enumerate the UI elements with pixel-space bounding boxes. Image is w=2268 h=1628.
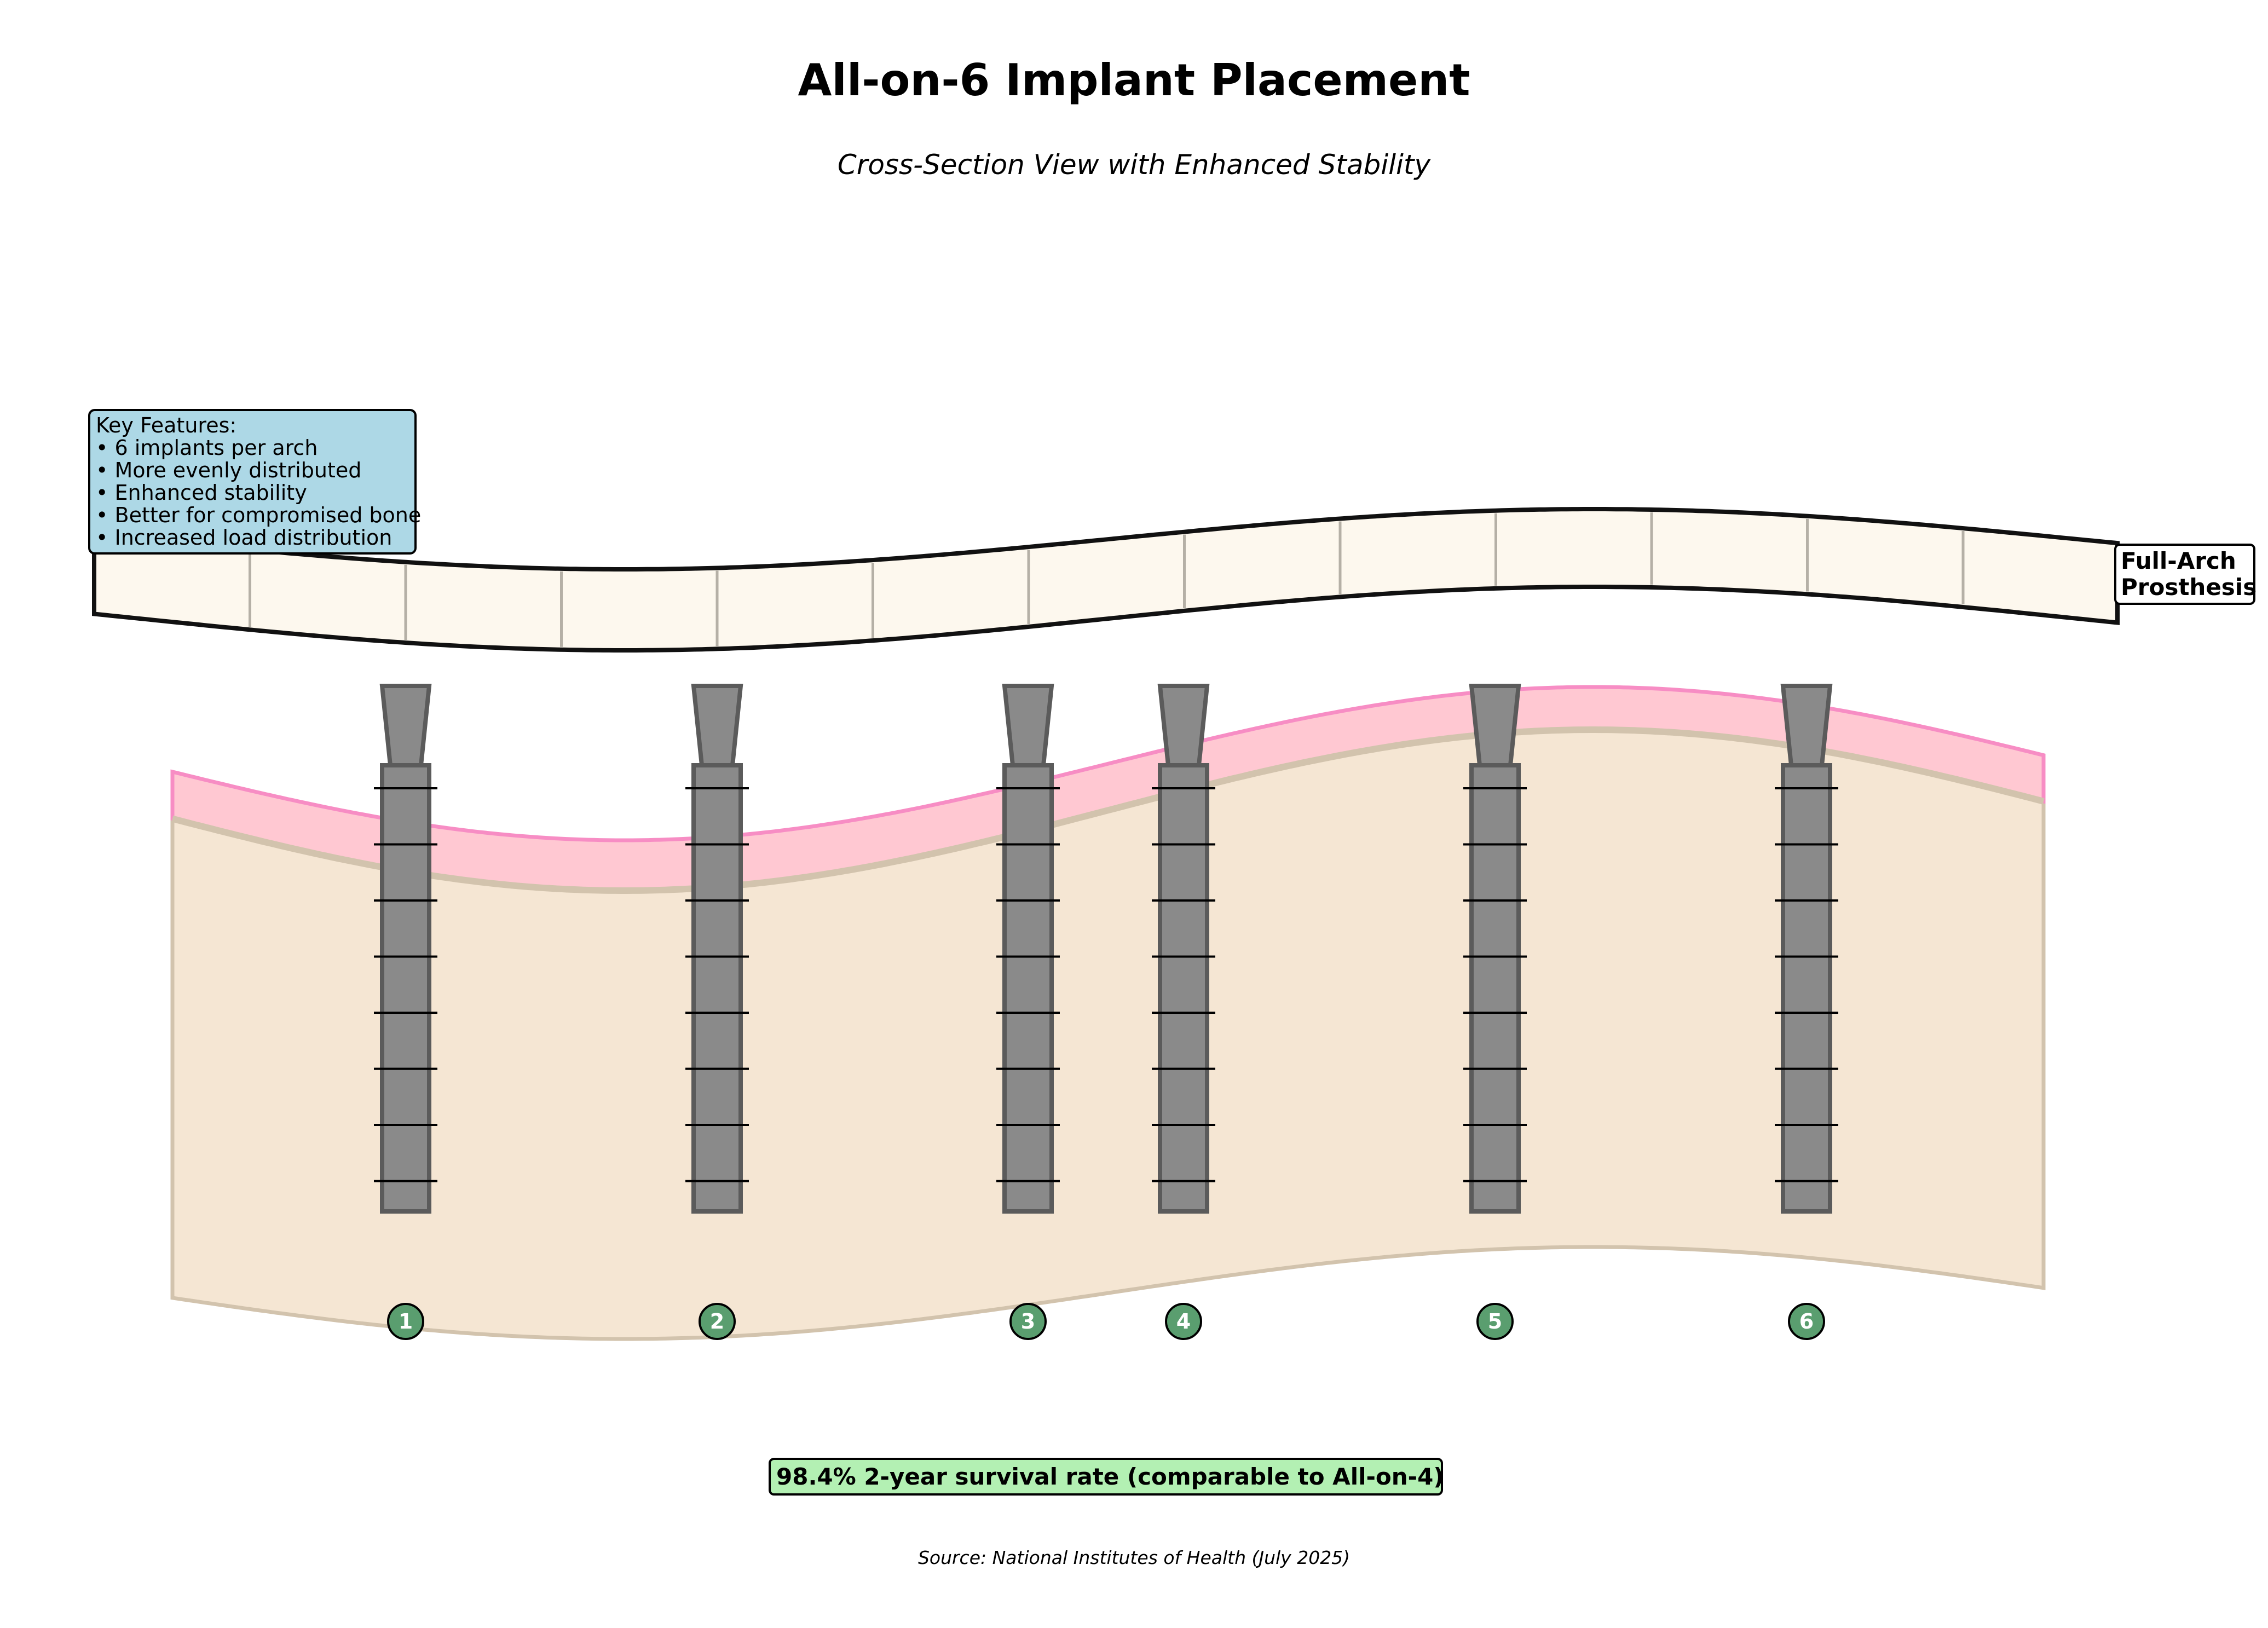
implant-fixture bbox=[380, 763, 431, 1214]
bone-layer bbox=[170, 728, 2046, 1341]
implant-abutment bbox=[1157, 684, 1210, 767]
bone-body bbox=[170, 728, 2046, 1341]
badge-circle bbox=[1476, 1303, 1514, 1340]
badge-number: 1 bbox=[399, 1309, 413, 1333]
implant-abutment bbox=[1780, 684, 1833, 767]
full-arch-prosthesis bbox=[92, 507, 2120, 653]
prosthesis-layer bbox=[92, 507, 2120, 653]
implant-number-badge: 6 bbox=[1788, 1303, 1825, 1340]
badge-number: 5 bbox=[1488, 1309, 1502, 1333]
page-title: All-on-6 Implant Placement bbox=[798, 55, 1470, 106]
implant-abutment bbox=[1469, 684, 1521, 767]
implant-number-badge: 1 bbox=[387, 1303, 424, 1340]
key-feature-item: • 6 implants per arch bbox=[96, 436, 318, 460]
badge-number: 3 bbox=[1021, 1309, 1035, 1333]
badge-number: 6 bbox=[1799, 1309, 1814, 1333]
implant-abutment bbox=[1002, 684, 1054, 767]
implant-fixture bbox=[1781, 763, 1832, 1214]
implant-5 bbox=[1463, 684, 1527, 1214]
key-feature-item: • Increased load distribution bbox=[96, 526, 393, 550]
badge-circle bbox=[1788, 1303, 1825, 1340]
implant-fixture bbox=[1002, 763, 1054, 1214]
badge-layer: 1 2 3 4 5 6 bbox=[387, 1303, 1825, 1340]
page-subtitle: Cross-Section View with Enhanced Stabili… bbox=[837, 149, 1431, 181]
key-feature-item: • Better for compromised bone bbox=[96, 503, 422, 527]
key-feature-item: • More evenly distributed bbox=[96, 458, 362, 482]
badge-number: 4 bbox=[1176, 1309, 1191, 1333]
badge-circle bbox=[1165, 1303, 1202, 1340]
key-feature-item: • Enhanced stability bbox=[96, 481, 307, 505]
implant-6 bbox=[1775, 684, 1838, 1214]
implant-1 bbox=[374, 684, 437, 1214]
implant-number-badge: 5 bbox=[1476, 1303, 1514, 1340]
implant-layer bbox=[374, 684, 1838, 1214]
implant-number-badge: 3 bbox=[1009, 1303, 1047, 1340]
badge-number: 2 bbox=[710, 1309, 724, 1333]
badge-circle bbox=[1009, 1303, 1047, 1340]
key-features-heading: Key Features: bbox=[96, 413, 237, 437]
implant-number-badge: 2 bbox=[699, 1303, 736, 1340]
prosthesis-label: Full-Arch Prosthesis bbox=[2114, 544, 2257, 605]
bone-crest-layer bbox=[171, 726, 2045, 894]
implant-fixture bbox=[1469, 763, 1521, 1214]
implant-number-badge: 4 bbox=[1165, 1303, 1202, 1340]
implant-abutment bbox=[691, 684, 743, 767]
implant-2 bbox=[685, 684, 749, 1214]
survival-rate-note: 98.4% 2-year survival rate (comparable t… bbox=[769, 1458, 1444, 1496]
badge-circle bbox=[387, 1303, 424, 1340]
implant-fixture bbox=[691, 763, 743, 1214]
implant-3 bbox=[996, 684, 1060, 1214]
prosthesis-label-line2: Prosthesis bbox=[2121, 574, 2257, 601]
prosthesis-label-line1: Full-Arch bbox=[2121, 547, 2236, 574]
badge-circle bbox=[699, 1303, 736, 1340]
implant-fixture bbox=[1158, 763, 1209, 1214]
bone-crest-line bbox=[171, 726, 2045, 894]
key-features-box: Key Features: • 6 implants per arch • Mo… bbox=[88, 409, 422, 555]
implant-4 bbox=[1152, 684, 1215, 1214]
source-citation: Source: National Institutes of Health (J… bbox=[917, 1547, 1351, 1568]
implant-abutment bbox=[379, 684, 432, 767]
